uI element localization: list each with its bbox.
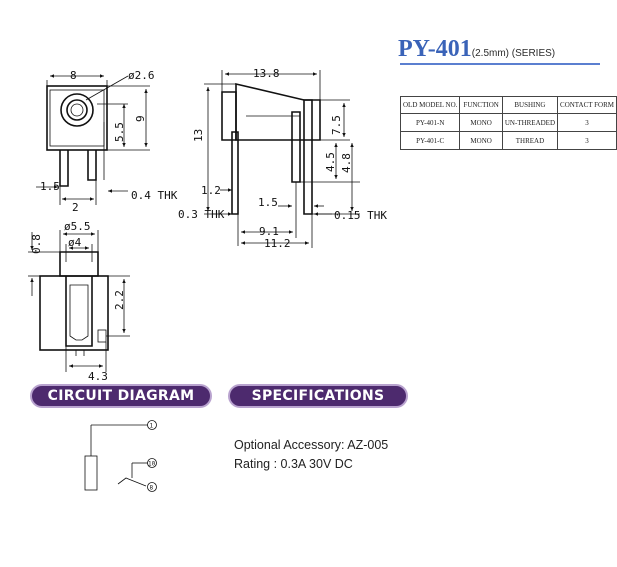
front-jack-hole xyxy=(70,103,84,117)
spec-accessory: Optional Accessory: AZ-005 xyxy=(234,438,389,452)
dim-5-5-label: 5.5 xyxy=(113,122,126,142)
dim-thk-left-label: 0.3 THK xyxy=(178,208,225,221)
dim-outer-dia-label: ø5.5 xyxy=(64,220,91,233)
dim-4-3-label: 4.3 xyxy=(88,370,108,383)
table-row: PY-401-C MONO THREAD 3 xyxy=(399,131,617,150)
bottom-view: ø5.5 ø4 0.8 2.2 4.3 xyxy=(28,220,130,383)
specifications-header: SPECIFICATIONS xyxy=(228,384,408,408)
pin-10-label: 10 xyxy=(148,461,156,468)
side-pin-front xyxy=(231,131,239,215)
circuit-spring-contact xyxy=(117,477,147,487)
pin-10-circle xyxy=(147,458,157,468)
title-underline xyxy=(400,63,600,65)
dim-height-label: 13 xyxy=(192,129,205,142)
side-pin-mid xyxy=(291,111,301,183)
front-pin-right xyxy=(87,150,97,181)
leader-line xyxy=(85,75,129,101)
dim-length-label: 13.8 xyxy=(253,67,280,80)
pin-8-label: 8 xyxy=(150,485,154,492)
front-pin-left xyxy=(59,150,69,187)
dim-9-label: 9 xyxy=(134,115,147,122)
dim-11-2-label: 11.2 xyxy=(264,237,291,250)
side-pin-rear xyxy=(303,99,313,215)
spec-rating: Rating : 0.3A 30V DC xyxy=(234,457,353,471)
bottom-bushing xyxy=(59,251,99,277)
dim-thk-right-label: 0.15 THK xyxy=(334,209,387,222)
front-body xyxy=(46,85,108,151)
dim-2-2-label: 2.2 xyxy=(113,290,126,310)
front-view: 8 ø2.6 9 5.5 2 1.5 0.4 THK xyxy=(36,69,178,214)
dim-7-5-label: 7.5 xyxy=(330,115,343,135)
part-suffix: (2.5mm) (SERIES) xyxy=(471,48,556,59)
dim-2-label: 2 xyxy=(72,201,79,214)
front-bushing-outer xyxy=(60,93,94,127)
dim-4-5-label: 4.5 xyxy=(324,152,337,172)
table-cell: THREAD xyxy=(501,131,559,150)
dim-hole-dia-label: ø2.6 xyxy=(128,69,155,82)
dim-inner-dia-label: ø4 xyxy=(68,236,82,249)
pin-1-label: 1 xyxy=(150,423,154,430)
dim-9-1-label: 9.1 xyxy=(259,225,279,238)
dim-1-5-side-label: 1.5 xyxy=(258,196,278,209)
dim-1-5-label: 1.5 xyxy=(40,180,60,193)
side-view: 13.8 13 7.5 4.5 4.8 1.2 1.5 0.3 THK 0.15… xyxy=(178,67,387,250)
table-cell: 3 xyxy=(557,131,617,150)
pin-8-circle xyxy=(147,482,157,492)
circuit-diagram: 1 10 8 xyxy=(84,420,157,492)
model-table: OLD MODEL NO. FUNCTION BUSHING CONTACT F… xyxy=(399,96,617,150)
front-bushing-mid xyxy=(66,99,88,121)
part-title: PY-401(2.5mm) (SERIES) xyxy=(398,36,603,66)
circuit-sleeve xyxy=(84,455,98,491)
dim-4-8-label: 4.8 xyxy=(340,153,353,173)
side-body xyxy=(235,82,321,141)
dim-thk-label: 0.4 THK xyxy=(131,189,178,202)
pin-1-circle xyxy=(147,420,157,430)
front-body-inner xyxy=(49,89,105,147)
bottom-contact xyxy=(69,284,89,341)
part-number: PY-401 xyxy=(398,36,472,62)
bottom-tab xyxy=(97,329,107,343)
dim-width-label: 8 xyxy=(70,69,77,82)
bottom-slot xyxy=(65,276,93,347)
table-cell: 3 xyxy=(557,113,617,132)
table-cell: MONO xyxy=(459,131,503,150)
dim-0-8-label: 0.8 xyxy=(30,234,43,254)
dim-1-2-label: 1.2 xyxy=(201,184,221,197)
circuit-diagram-header: CIRCUIT DIAGRAM xyxy=(30,384,212,408)
